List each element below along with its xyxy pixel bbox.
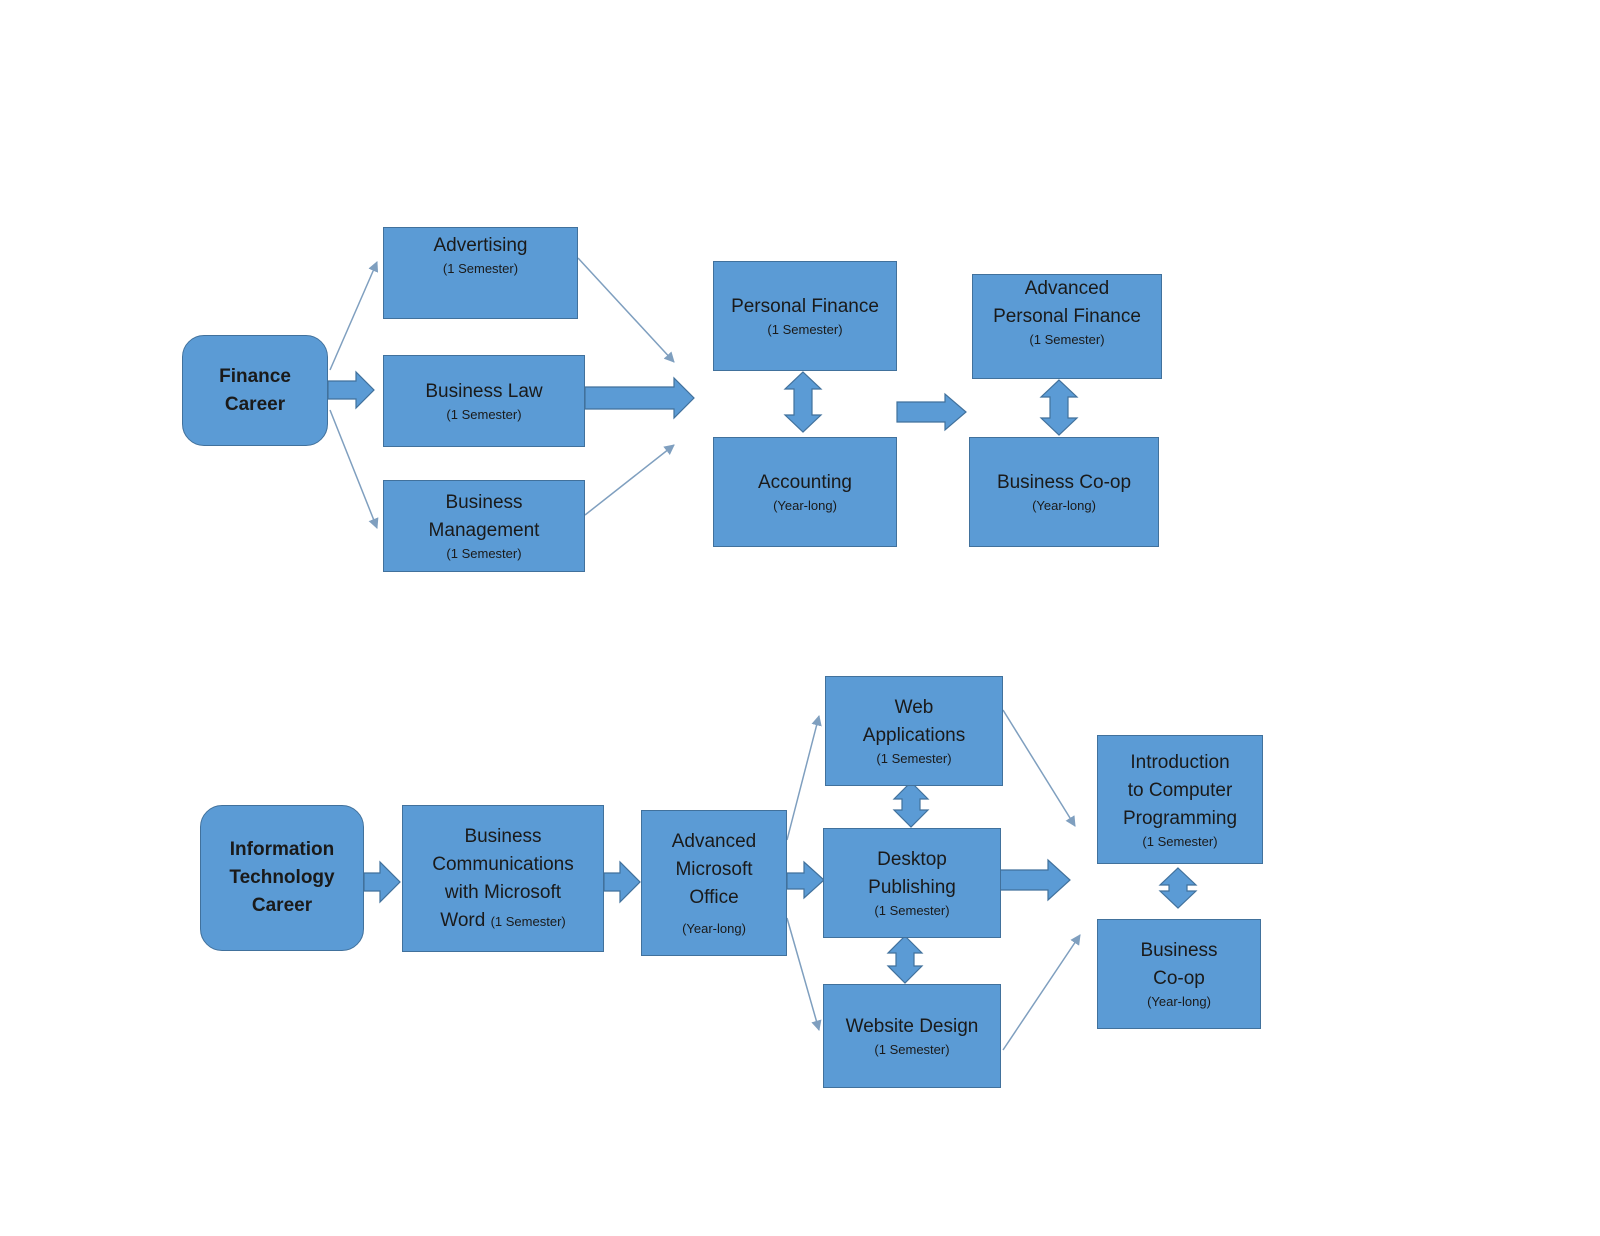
business-communications-word: Word xyxy=(440,909,486,931)
arrow-desktop-publishing-to-right xyxy=(996,858,1071,902)
desktop-publishing-node: Desktop Publishing (1 Semester) xyxy=(823,828,1001,938)
arrow-accounting-to-advanced xyxy=(896,392,967,432)
advanced-personal-finance-line1: Advanced xyxy=(1024,278,1110,299)
advertising-duration: (1 Semester) xyxy=(442,261,519,276)
arrow-business-law-to-personal-finance xyxy=(584,376,695,420)
arrow-finance-to-management xyxy=(329,409,379,529)
advanced-office-line1: Advanced xyxy=(671,831,757,852)
business-communications-line4: Word (1 Semester) xyxy=(440,907,565,935)
website-design-title: Website Design xyxy=(845,1016,979,1037)
website-design-duration: (1 Semester) xyxy=(874,1042,950,1057)
business-communications-line1: Business xyxy=(464,825,542,847)
business-management-line1: Business xyxy=(445,492,523,513)
advanced-personal-finance-line2: Personal Finance xyxy=(993,306,1141,327)
business-law-duration: (1 Semester) xyxy=(446,407,522,422)
business-law-node: Business Law (1 Semester) xyxy=(383,355,585,447)
advertising-title: Advertising xyxy=(433,235,528,256)
business-coop-finance-title: Business Co-op xyxy=(996,472,1132,493)
advanced-office-duration: (Year-long) xyxy=(682,921,746,936)
advanced-personal-finance-duration: (1 Semester) xyxy=(1029,332,1105,347)
business-law-title: Business Law xyxy=(425,381,543,402)
arrow-office-to-desktop-publishing xyxy=(786,860,825,900)
arrow-communications-to-office xyxy=(603,860,641,904)
web-applications-duration: (1 Semester) xyxy=(876,751,952,766)
arrow-advertising-to-center xyxy=(577,257,675,363)
intro-programming-duration: (1 Semester) xyxy=(1142,833,1218,849)
arrow-intro-programming-coop xyxy=(1158,867,1198,909)
business-management-node: Business Management (1 Semester) xyxy=(383,480,585,572)
finance-career-line1: Finance xyxy=(219,365,291,387)
website-design-node: Website Design (1 Semester) xyxy=(823,984,1001,1088)
advanced-personal-finance-node: Advanced Personal Finance (1 Semester) xyxy=(972,274,1162,379)
desktop-publishing-line2: Publishing xyxy=(868,877,956,898)
business-communications-node: Business Communications with Microsoft W… xyxy=(402,805,604,952)
web-applications-line1: Web xyxy=(894,697,934,718)
accounting-duration: (Year-long) xyxy=(773,498,837,513)
arrow-finance-to-advertising xyxy=(329,261,379,371)
desktop-publishing-line1: Desktop xyxy=(877,849,947,870)
personal-finance-title: Personal Finance xyxy=(731,296,879,317)
arrow-management-to-center xyxy=(584,444,675,516)
arrow-website-design-to-right xyxy=(1002,934,1081,1051)
intro-programming-node: Introduction to Computer Programming (1 … xyxy=(1097,735,1263,864)
intro-programming-line2: to Computer xyxy=(1127,779,1233,801)
desktop-publishing-duration: (1 Semester) xyxy=(874,903,950,918)
it-career-node: Information Technology Career xyxy=(200,805,364,951)
arrow-advanced-finance-coop xyxy=(1039,379,1079,436)
business-communications-line3: with Microsoft xyxy=(444,881,562,903)
arrow-finance-to-business-law xyxy=(327,370,375,410)
business-communications-duration: (1 Semester) xyxy=(490,913,566,929)
it-career-line3: Career xyxy=(251,895,313,916)
accounting-title: Accounting xyxy=(757,472,852,493)
arrow-web-apps-to-right xyxy=(1002,709,1076,827)
accounting-node: Accounting (Year-long) xyxy=(713,437,897,547)
business-communications-line2: Communications xyxy=(432,853,574,875)
arrow-office-to-web-apps xyxy=(786,714,822,841)
finance-career-node: Finance Career xyxy=(182,335,328,446)
business-coop-finance-duration: (Year-long) xyxy=(1032,498,1096,513)
business-management-line2: Management xyxy=(428,520,540,541)
advertising-node: Advertising (1 Semester) xyxy=(383,227,578,319)
advanced-office-line3: Office xyxy=(689,887,739,908)
arrow-desktop-publishing-website-design xyxy=(886,935,924,984)
finance-career-line2: Career xyxy=(224,393,286,415)
web-applications-line2: Applications xyxy=(862,725,966,746)
advanced-office-line2: Microsoft xyxy=(675,859,753,880)
business-coop-finance-node: Business Co-op (Year-long) xyxy=(969,437,1159,547)
arrow-personal-finance-accounting xyxy=(783,371,823,433)
it-career-line2: Technology xyxy=(229,867,335,888)
arrow-office-to-website-design xyxy=(786,917,822,1032)
business-coop-it-line2: Co-op xyxy=(1153,968,1205,989)
business-coop-it-node: Business Co-op (Year-long) xyxy=(1097,919,1261,1029)
intro-programming-line3: Programming xyxy=(1122,807,1238,829)
business-management-duration: (1 Semester) xyxy=(446,546,522,561)
advanced-office-node: Advanced Microsoft Office (Year-long) xyxy=(641,810,787,956)
personal-finance-node: Personal Finance (1 Semester) xyxy=(713,261,897,371)
intro-programming-line1: Introduction xyxy=(1130,751,1230,773)
web-applications-node: Web Applications (1 Semester) xyxy=(825,676,1003,786)
business-coop-it-line1: Business xyxy=(1140,940,1218,961)
personal-finance-duration: (1 Semester) xyxy=(767,322,843,337)
arrow-web-apps-desktop-publishing xyxy=(892,781,930,828)
it-career-line1: Information xyxy=(229,839,335,860)
arrow-it-career-to-communications xyxy=(363,860,401,904)
business-coop-it-duration: (Year-long) xyxy=(1147,994,1211,1009)
